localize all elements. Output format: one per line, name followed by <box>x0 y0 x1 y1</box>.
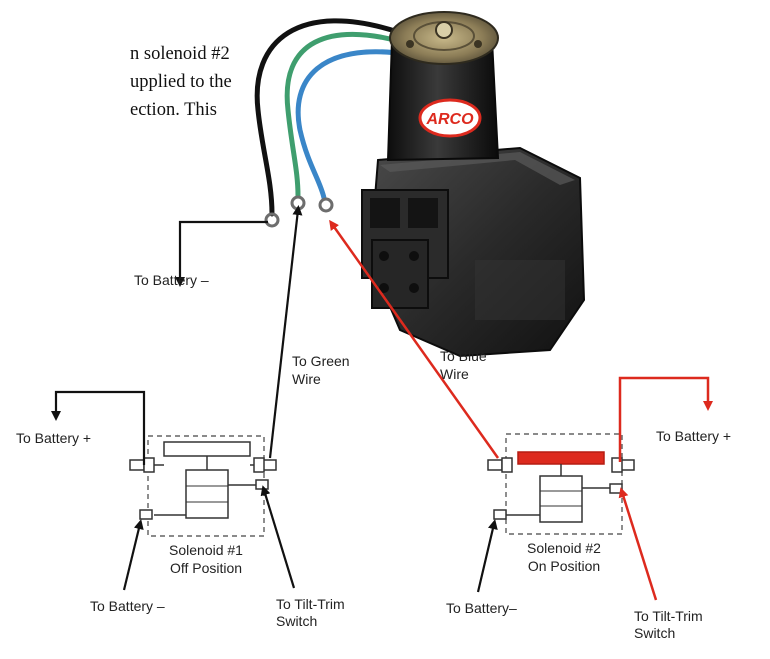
solenoid2-to-battery-pos-line <box>618 376 713 462</box>
solenoid1-to-green-wire-line <box>268 205 303 459</box>
tilt-trim-to-solenoid1-line <box>260 485 296 589</box>
green-wire-ring-terminal <box>290 195 306 211</box>
solenoid-1 <box>129 435 277 537</box>
motor-wires <box>254 18 409 228</box>
label-battery-neg-top: To Battery – <box>134 272 209 288</box>
black-motor-wire <box>254 18 401 217</box>
label-solenoid2-line1: Solenoid #2 <box>527 540 601 556</box>
active-paths <box>329 219 713 601</box>
solenoid-2-coil <box>539 475 583 523</box>
solenoid1-to-battery-pos-line <box>51 390 146 465</box>
solenoid-1-coil <box>185 469 229 519</box>
label-tilt-trim-right-line2: Switch <box>634 625 676 641</box>
arco-logo-mark <box>418 98 482 138</box>
arco-logo-text: ARCO <box>425 111 474 128</box>
black-wire-ring-terminal <box>264 212 280 228</box>
label-battery-pos-left: To Battery + <box>16 430 92 446</box>
label-blue-wire-line2: Wire <box>440 366 469 382</box>
green-motor-wire <box>284 31 405 199</box>
label-battery-neg-bottom-left: To Battery – <box>90 598 165 614</box>
intro-line-3: ection. This <box>130 100 218 120</box>
label-blue-wire-line1: To Blue <box>440 348 487 364</box>
label-solenoid1-line1: Solenoid #1 <box>169 542 243 558</box>
battery-neg-to-solenoid1-line <box>122 519 144 591</box>
blue-wire-ring-terminal <box>318 197 334 213</box>
label-tilt-trim-left-line2: Switch <box>276 613 318 629</box>
label-battery-neg-bottom-right: To Battery– <box>446 600 517 616</box>
label-battery-pos-right: To Battery + <box>656 428 732 444</box>
label-solenoid2-line2: On Position <box>527 558 601 574</box>
intro-line-1: n solenoid #2 <box>130 44 230 64</box>
label-tilt-trim-left-line1: To Tilt-Trim <box>276 596 345 612</box>
battery-neg-to-solenoid2-line <box>476 519 498 593</box>
blue-motor-wire <box>295 49 409 201</box>
label-tilt-trim-right-line1: To Tilt-Trim <box>634 608 703 624</box>
trim-motor: ARCO <box>361 11 586 358</box>
solenoid-1-contact-bar <box>163 441 251 457</box>
inactive-paths <box>51 205 498 593</box>
label-green-wire-line2: Wire <box>292 371 321 387</box>
label-solenoid1-line2: Off Position <box>169 560 243 576</box>
solenoid-2-contact-bar <box>517 451 605 465</box>
motor-to-battery-neg-line <box>175 220 268 287</box>
solenoid-2 <box>487 433 635 535</box>
solenoid2-to-blue-wire-line <box>329 219 500 459</box>
tilt-trim-to-solenoid2-line <box>618 487 658 601</box>
intro-line-2: upplied to the <box>130 72 232 92</box>
label-green-wire-line1: To Green <box>292 353 350 369</box>
